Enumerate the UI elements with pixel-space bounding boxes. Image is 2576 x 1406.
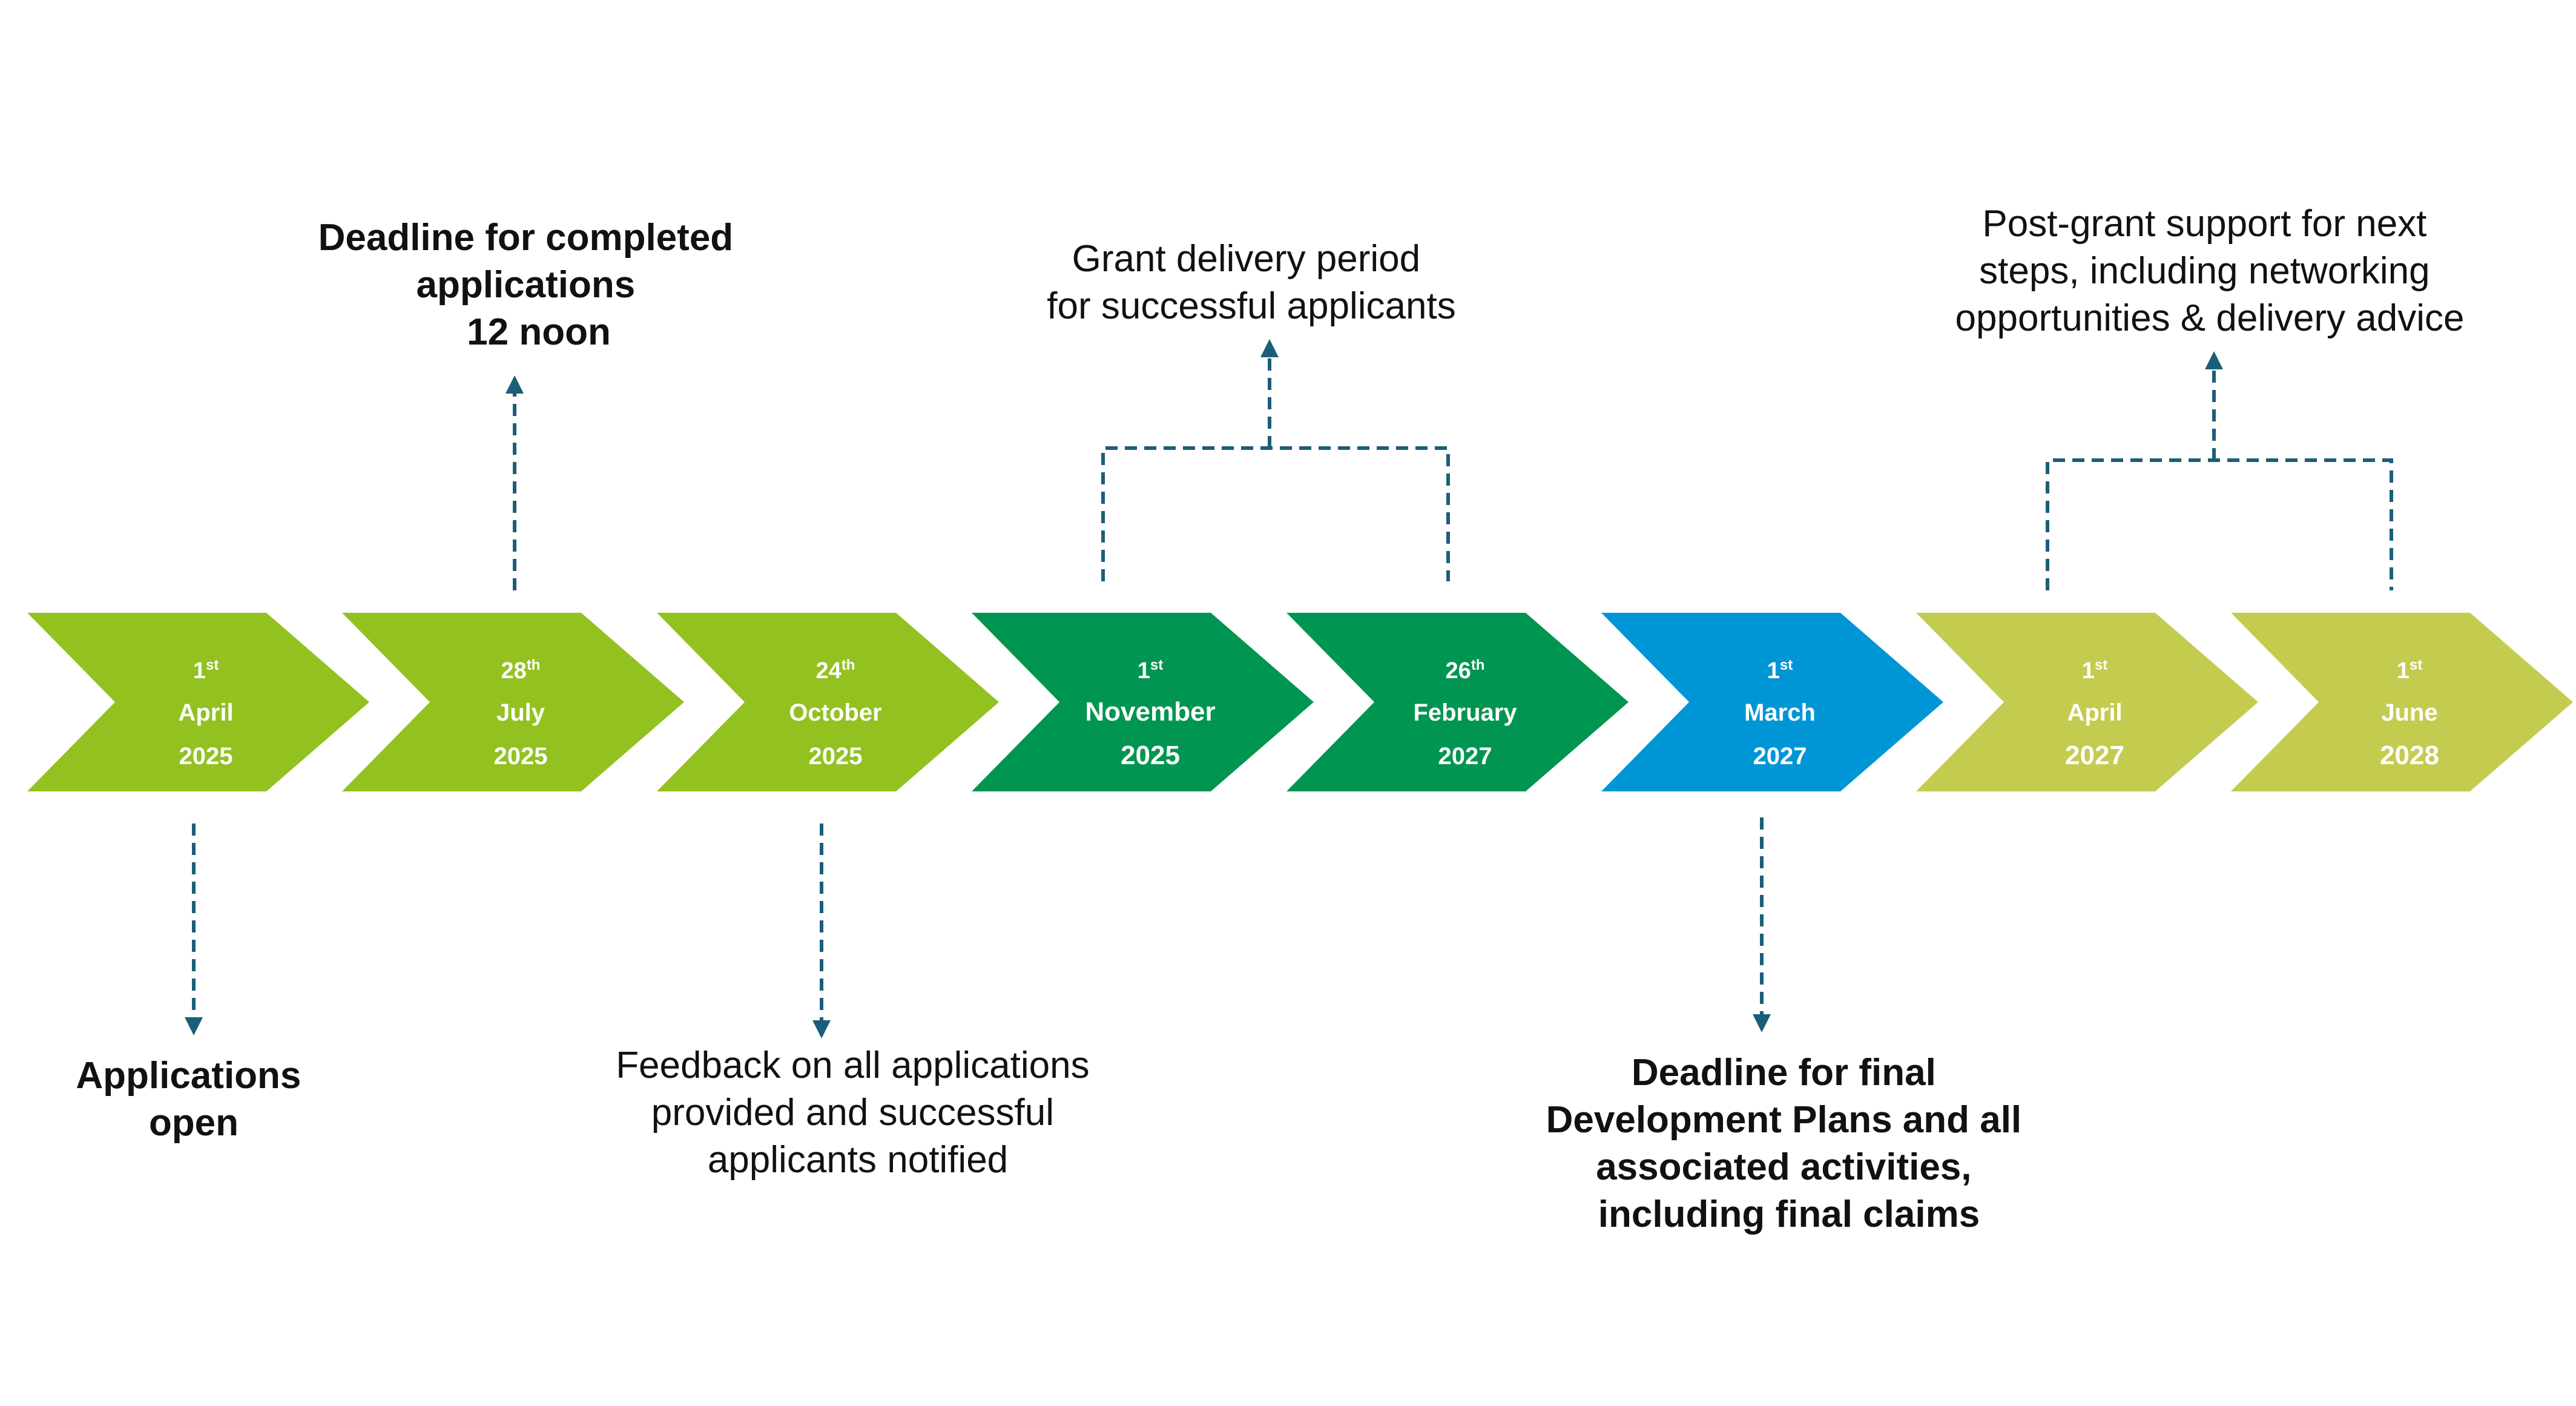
milestone-year-7: 2027 bbox=[2065, 741, 2124, 770]
milestone-year-4: 2025 bbox=[1121, 741, 1180, 770]
connectors bbox=[185, 339, 2393, 1038]
milestone-chevron-8 bbox=[2231, 613, 2573, 791]
milestone-year-1: 2025 bbox=[179, 743, 233, 770]
milestone-day-6: 1st bbox=[1767, 657, 1793, 684]
milestone-month-5: February bbox=[1413, 699, 1517, 726]
milestone-chevron-5 bbox=[1286, 613, 1629, 791]
note-deadline-completed: Deadline for completed applications 12 n… bbox=[318, 217, 744, 353]
milestone-month-8: June bbox=[2381, 699, 2437, 726]
milestone-year-5: 2027 bbox=[1438, 743, 1492, 770]
note-applications-open: Applications open bbox=[76, 1055, 311, 1144]
milestone-day-3: 24th bbox=[816, 657, 855, 684]
milestone-month-4: November bbox=[1085, 697, 1215, 727]
milestone-year-6: 2027 bbox=[1753, 743, 1807, 770]
milestone-day-2: 28th bbox=[501, 657, 541, 684]
milestone-chevron-2 bbox=[342, 613, 684, 791]
milestone-chevron-1 bbox=[27, 613, 369, 791]
milestone-day-5: 26th bbox=[1446, 657, 1485, 684]
milestone-month-1: April bbox=[178, 699, 233, 726]
milestone-chevron-6 bbox=[1601, 613, 1943, 791]
milestone-day-4: 1st bbox=[1138, 657, 1163, 684]
milestone-month-7: April bbox=[2067, 699, 2122, 726]
note-grant-delivery: Grant delivery period for successful app… bbox=[1047, 238, 1455, 327]
bracket-post-grant bbox=[2046, 458, 2393, 590]
milestone-year-3: 2025 bbox=[809, 743, 863, 770]
bracket-grant-delivery bbox=[1101, 446, 1450, 581]
milestone-year-2: 2025 bbox=[494, 743, 548, 770]
milestone-month-3: October bbox=[789, 699, 881, 726]
note-post-grant: Post-grant support for next steps, inclu… bbox=[1955, 203, 2465, 339]
milestone-chevron-3 bbox=[657, 613, 999, 791]
milestone-chevron-4 bbox=[972, 613, 1314, 791]
milestone-month-6: March bbox=[1744, 699, 1816, 726]
note-deadline-final: Deadline for final Development Plans and… bbox=[1546, 1052, 2032, 1235]
milestone-day-1: 1st bbox=[193, 657, 219, 684]
milestone-day-7: 1st bbox=[2082, 657, 2107, 684]
milestone-day-8: 1st bbox=[2397, 657, 2422, 684]
milestone-chevron-7 bbox=[1916, 613, 2258, 791]
milestone-month-2: July bbox=[496, 699, 545, 726]
milestone-year-8: 2028 bbox=[2380, 741, 2439, 770]
note-feedback: Feedback on all applications provided an… bbox=[616, 1045, 1100, 1181]
